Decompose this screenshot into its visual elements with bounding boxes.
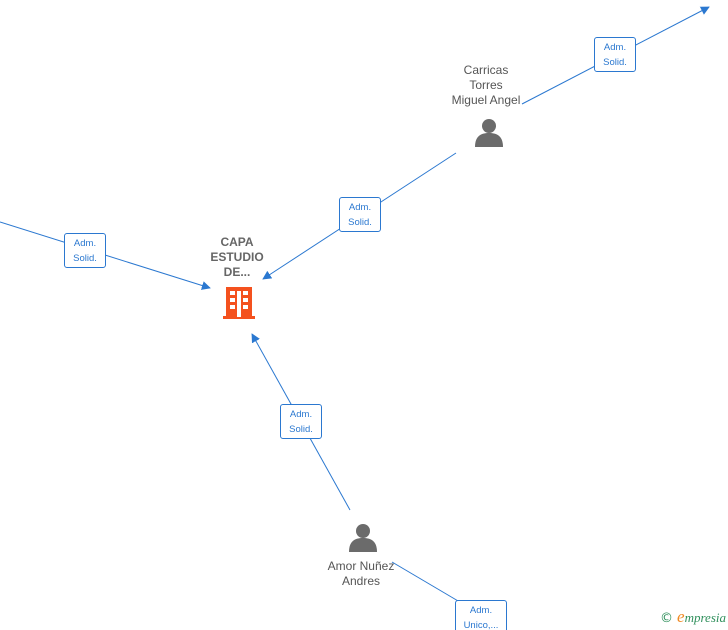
brand-initial: e xyxy=(677,607,685,626)
person-label-line: Amor Nuñez xyxy=(327,559,395,573)
edge-label-amor-to-outside[interactable]: Adm. Unico,... xyxy=(455,600,507,630)
person-icon[interactable] xyxy=(348,522,378,552)
person-icon[interactable] xyxy=(474,117,504,147)
person-label-line: Torres xyxy=(469,78,503,92)
edge-label-line: Solid. xyxy=(348,217,372,228)
edge-label-line: Unico,... xyxy=(463,620,499,630)
edge-label-line: Solid. xyxy=(73,253,97,264)
edge-label-left-to-company[interactable]: Adm. Solid. xyxy=(64,233,106,268)
edge-label-line: Solid. xyxy=(603,57,627,68)
company-label-line: ESTUDIO xyxy=(210,250,264,264)
person-label-line: Miguel Angel xyxy=(451,93,521,107)
edge-label-amor-to-company[interactable]: Adm. Solid. xyxy=(280,404,322,439)
company-label-line: CAPA xyxy=(220,235,254,249)
person-label-amor: Amor Nuñez Andres xyxy=(316,559,406,589)
edge-label-line: Solid. xyxy=(289,424,313,435)
edge-label-carricas-to-outside[interactable]: Adm. Solid. xyxy=(594,37,636,72)
company-label: CAPA ESTUDIO DE... xyxy=(196,235,278,280)
brand-name: mpresia xyxy=(684,610,726,625)
edge-label-line: Adm. xyxy=(603,42,627,53)
person-label-line: Carricas xyxy=(463,63,509,77)
copyright-icon: © xyxy=(660,611,674,626)
person-label-line: Andres xyxy=(341,574,381,588)
building-icon[interactable] xyxy=(222,286,256,320)
company-label-line: DE... xyxy=(223,265,251,279)
edge-label-line: Adm. xyxy=(289,409,313,420)
edge-label-carricas-to-company[interactable]: Adm. Solid. xyxy=(339,197,381,232)
edge-label-line: Adm. xyxy=(73,238,97,249)
empresia-watermark: ©empresia xyxy=(660,607,726,627)
edge-label-line: Adm. xyxy=(469,605,493,616)
person-label-carricas: Carricas Torres Miguel Angel xyxy=(436,63,536,108)
edge-label-line: Adm. xyxy=(348,202,372,213)
